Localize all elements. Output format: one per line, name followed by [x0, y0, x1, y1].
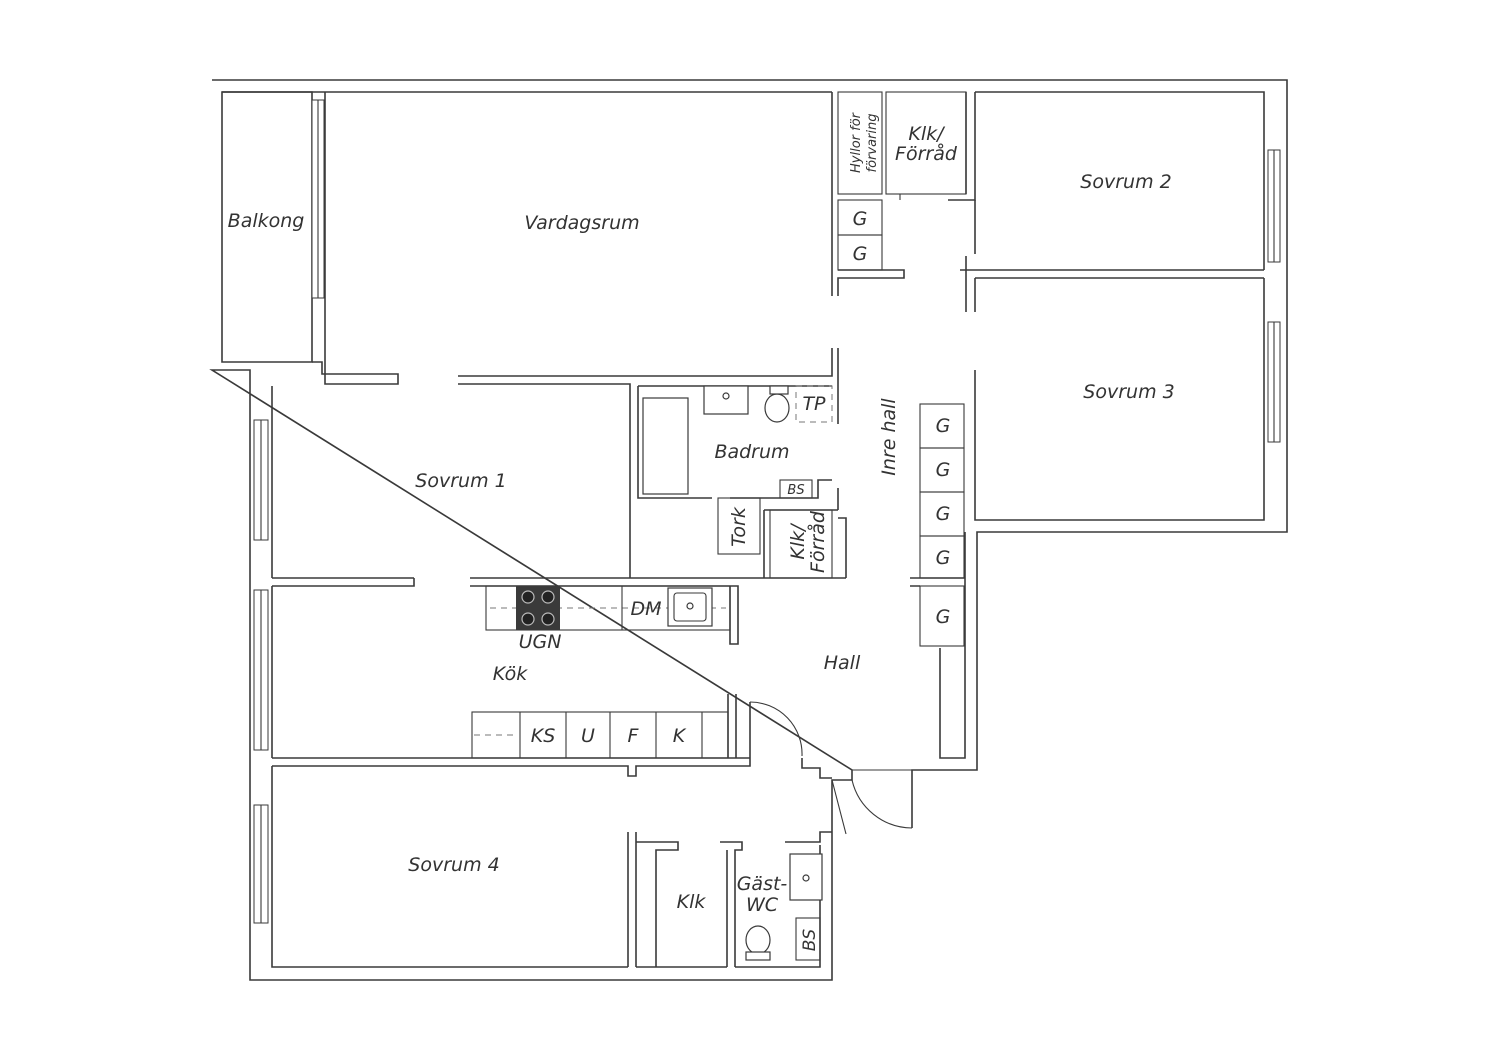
bath-toilet: [764, 393, 790, 423]
entrance-door-swing: [851, 779, 913, 829]
bathroom: [637, 348, 847, 579]
label-hyllor-line2: förvaring: [865, 114, 880, 173]
wc-toilet: [745, 925, 771, 955]
balcony: [221, 91, 399, 385]
label-bs-wc: BS: [800, 929, 820, 952]
label-ugn: UGN: [519, 631, 562, 653]
label-klk-forrad-mid-line1: Klk/: [787, 522, 809, 560]
wardrobe-upper-1: G: [853, 208, 868, 230]
label-f: F: [628, 725, 640, 747]
label-badrum: Badrum: [714, 441, 789, 463]
label-gast-line1: Gäst-: [737, 873, 788, 895]
bathtub: [642, 397, 689, 495]
label-sovrum3: Sovrum 3: [1083, 381, 1174, 403]
label-tork: Tork: [728, 506, 750, 547]
sovrum1-walls: [253, 419, 846, 645]
label-inre-hall: Inre hall: [878, 398, 900, 476]
label-kok: Kök: [493, 663, 528, 685]
storage-top: [837, 91, 976, 296]
wardrobe-inre-3: G: [936, 503, 951, 525]
bath-sink: [703, 385, 749, 415]
bedroom-walls: [960, 149, 1281, 443]
label-hall: Hall: [824, 652, 861, 674]
wardrobe-inre-4: G: [936, 547, 951, 569]
room-labels: Balkong Vardagsrum Hyllor för förvaring …: [228, 111, 1175, 951]
hall-door-swing: [749, 701, 803, 757]
label-k: K: [673, 725, 687, 747]
label-sovrum2: Sovrum 2: [1080, 171, 1171, 193]
kitchen: [253, 585, 737, 759]
wardrobe-inre-1: G: [936, 415, 951, 437]
label-bs-badrum: BS: [787, 483, 804, 498]
label-balkong: Balkong: [228, 210, 305, 232]
label-klk-forrad-mid-line2: Förråd: [806, 510, 829, 573]
label-ks: KS: [531, 725, 556, 747]
wardrobe-upper-2: G: [853, 243, 868, 265]
wardrobe-inre-2: G: [936, 459, 951, 481]
label-klk-forrad-top-line1: Klk/: [908, 123, 946, 145]
hall: [272, 701, 913, 835]
stove-icon: [516, 586, 560, 630]
label-vardagsrum: Vardagsrum: [524, 212, 639, 234]
label-klk-forrad-top-line2: Förråd: [895, 142, 958, 165]
label-u: U: [581, 725, 595, 747]
inre-hall-wardrobes: [910, 403, 965, 647]
label-tp: TP: [802, 393, 826, 415]
lower-rooms: [253, 804, 832, 967]
label-hyllor-line1: Hyllor för: [849, 111, 864, 173]
label-gast-line2: WC: [746, 894, 779, 916]
label-sovrum1: Sovrum 1: [415, 470, 506, 492]
wardrobe-inre-5: G: [936, 606, 951, 628]
label-klk: Klk: [677, 891, 707, 913]
label-sovrum4: Sovrum 4: [408, 854, 499, 876]
label-dm: DM: [630, 598, 661, 620]
living-room-walls: [324, 92, 833, 578]
